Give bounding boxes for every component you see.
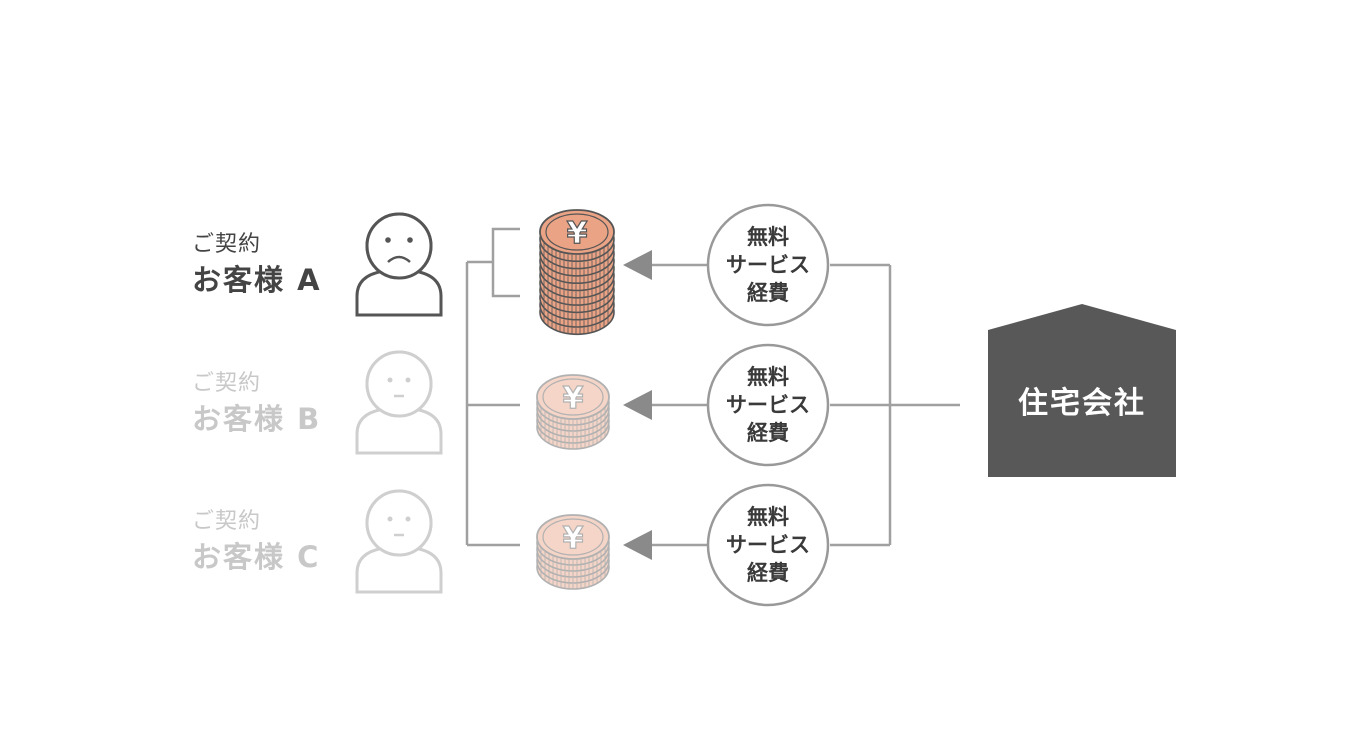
service-cost-circle-a: [706, 203, 830, 327]
contract-label-c: ご契約: [192, 509, 262, 534]
person-icon-c: [355, 489, 443, 594]
service-cost-line2: サービス: [726, 393, 810, 417]
customer-name-b: お客様 B: [192, 402, 322, 436]
person-icon-a: [355, 212, 443, 317]
customer-label-c: ご契約 お客様 C: [192, 507, 320, 577]
coin-icon-c: ¥: [536, 514, 610, 590]
contract-label-a: ご契約: [192, 232, 262, 257]
customer-label-b: ご契約 お客様 B: [192, 369, 321, 439]
arrow-to-coin-a: [623, 250, 708, 280]
service-cost-circle-b: [706, 343, 830, 467]
service-cost-line2: サービス: [726, 253, 810, 277]
service-cost-line2: サービス: [726, 533, 810, 557]
neutral-face-icon-c: [387, 516, 411, 537]
service-cost-text-a: 無料 サービス 経費: [708, 223, 828, 307]
neutral-face-icon-b: [387, 377, 411, 398]
service-cost-line1: 無料: [747, 365, 789, 389]
coin-a-bracket: [491, 227, 520, 298]
contract-label-b: ご契約: [192, 371, 262, 396]
yen-symbol: ¥: [567, 216, 588, 251]
person-icon-b: [355, 350, 443, 455]
service-cost-line1: 無料: [747, 225, 789, 249]
customer-name-a: お客様 A: [192, 263, 322, 297]
coin-stack-icon: ¥: [539, 209, 615, 336]
service-cost-line3: 経費: [747, 281, 789, 305]
sad-face-icon: [385, 237, 413, 263]
service-cost-line1: 無料: [747, 505, 789, 529]
arrow-to-coin-c: [623, 530, 708, 560]
coin-icon-b: ¥: [536, 374, 610, 450]
service-cost-circle-c: [706, 483, 830, 607]
company-label: 住宅会社: [1018, 386, 1146, 421]
yen-symbol: ¥: [563, 381, 584, 416]
customer-name-c: お客様 C: [192, 540, 321, 574]
service-cost-line3: 経費: [747, 561, 789, 585]
service-cost-text-c: 無料 サービス 経費: [708, 503, 828, 587]
service-cost-line3: 経費: [747, 421, 789, 445]
yen-symbol: ¥: [563, 521, 584, 556]
arrow-to-coin-b: [623, 390, 708, 420]
customer-label-a: ご契約 お客様 A: [192, 230, 322, 300]
service-cost-text-b: 無料 サービス 経費: [708, 363, 828, 447]
house-icon: [988, 304, 1176, 477]
